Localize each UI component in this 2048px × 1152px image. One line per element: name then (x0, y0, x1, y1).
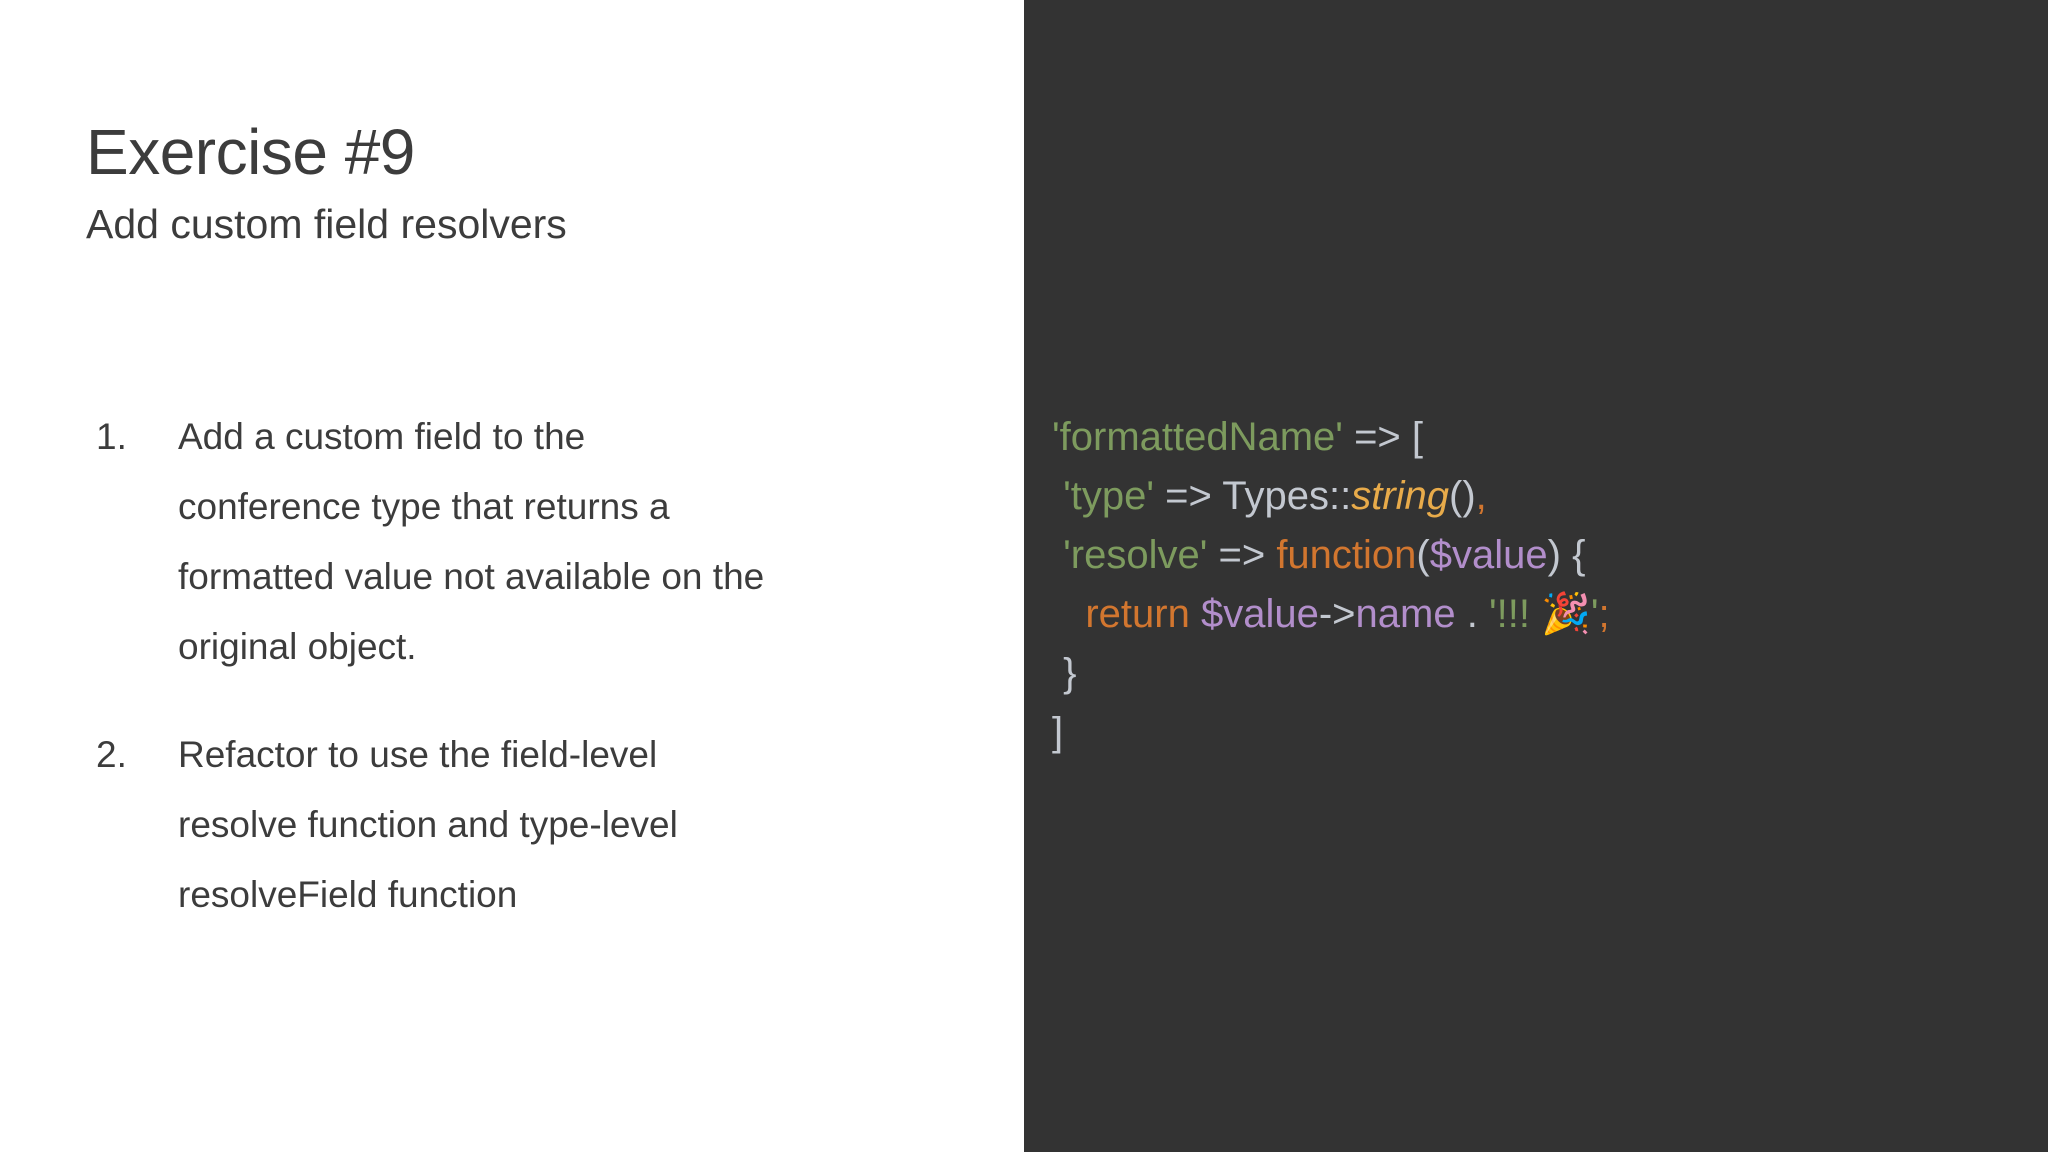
list-item-text: Add a custom field to the conference typ… (178, 416, 765, 667)
code-block: 'formattedName' => [ 'type' => Types::st… (1052, 408, 1610, 762)
code-token-punct: [ (1411, 415, 1424, 459)
code-token-operator: => (1354, 415, 1401, 459)
code-token-emoji: 🎉 (1541, 591, 1591, 637)
page-subtitle: Add custom field resolvers (86, 201, 567, 247)
code-token-string: 'formattedName' (1052, 415, 1343, 459)
code-token-string: 'resolve' (1063, 533, 1208, 577)
list-item: 1. Add a custom field to the conference … (96, 402, 926, 682)
code-token-operator: => (1165, 474, 1212, 518)
code-token-punct: } (1063, 651, 1077, 695)
code-token-keyword: ; (1598, 592, 1610, 636)
code-token-keyword: , (1475, 474, 1487, 518)
code-token-class: Types:: (1222, 474, 1352, 518)
code-token-string: '!!! (1488, 592, 1542, 636)
list-item-number: 2. (96, 734, 127, 775)
code-token-punct: ] (1052, 710, 1064, 754)
code-token-variable: $value (1200, 592, 1319, 636)
code-pane: 'formattedName' => [ 'type' => Types::st… (1024, 0, 2048, 1152)
code-token-punct: . (1466, 592, 1478, 636)
code-token-punct: { (1560, 533, 1586, 577)
code-token-variable: $value (1429, 533, 1548, 577)
list-item-number: 1. (96, 416, 127, 457)
code-token-punct: ) (1547, 533, 1561, 577)
code-line: } (1052, 644, 1610, 703)
page-title: Exercise #9 (86, 116, 415, 188)
code-token-keyword: return (1085, 592, 1190, 636)
code-token-punct: ( (1416, 533, 1430, 577)
code-token-string: 'type' (1063, 474, 1155, 518)
code-token-string: ' (1590, 592, 1599, 636)
code-token-operator: -> (1318, 592, 1356, 636)
code-token-keyword: function (1276, 533, 1417, 577)
title-block: Exercise #9 Add custom field resolvers (86, 120, 966, 247)
list-item: 2. Refactor to use the field-level resol… (96, 720, 926, 930)
code-line: ] (1052, 703, 1610, 762)
task-list: 1. Add a custom field to the conference … (96, 402, 926, 968)
content-pane: Exercise #9 Add custom field resolvers 1… (86, 120, 966, 968)
code-line: 'type' => Types::string(), (1052, 467, 1610, 526)
list-item-text: Refactor to use the field-level resolve … (178, 734, 678, 915)
code-token-operator: => (1218, 533, 1266, 577)
code-token-method: string (1351, 474, 1450, 518)
code-line: 'formattedName' => [ (1052, 408, 1610, 467)
code-token-punct: () (1449, 474, 1476, 518)
code-token-variable: name (1355, 592, 1456, 636)
code-line: 'resolve' => function($value) { (1052, 526, 1610, 585)
code-line: return $value->name . '!!! 🎉'; (1052, 585, 1610, 644)
